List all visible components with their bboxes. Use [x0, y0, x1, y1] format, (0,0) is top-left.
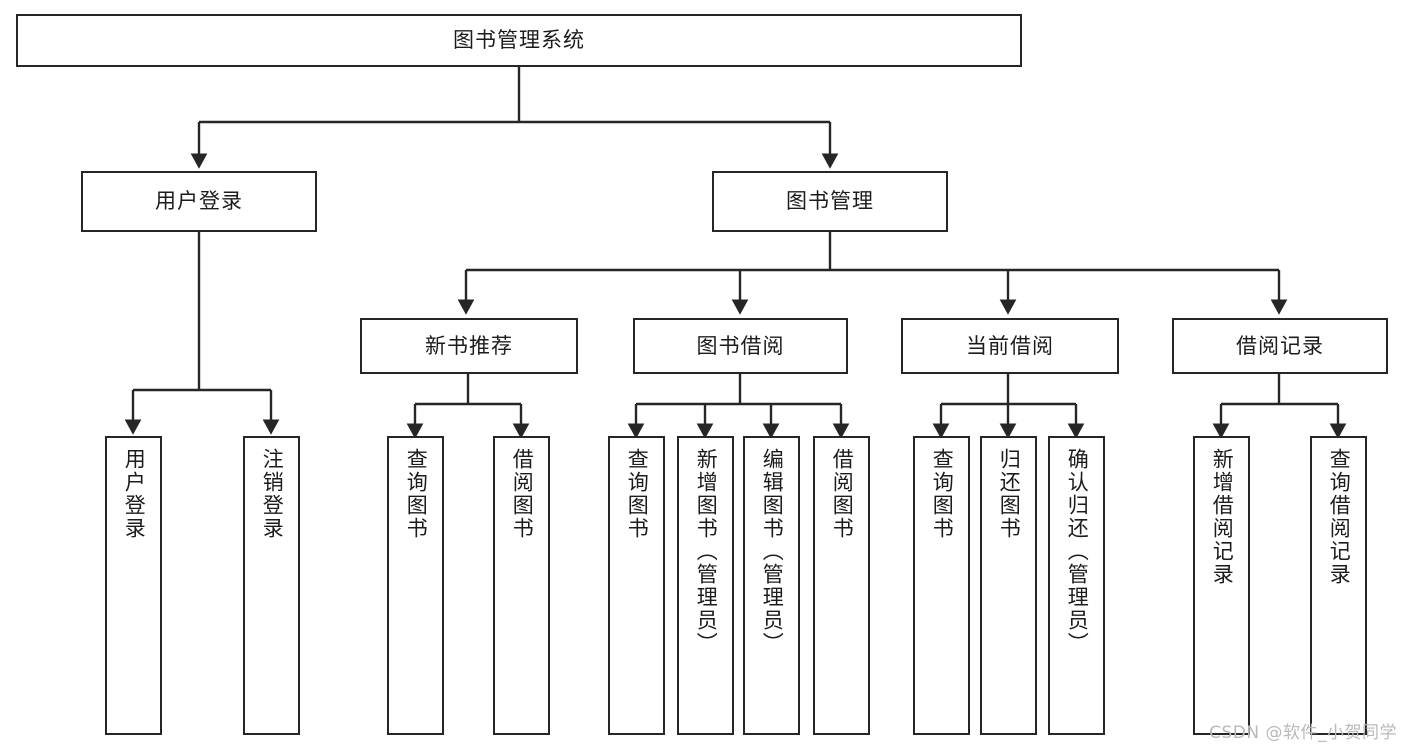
node-label: 新书推荐	[425, 333, 513, 358]
edges-current-borrow	[932, 374, 1085, 439]
leaf-confirm-return-admin[interactable]: 确认归还（管理员）	[1048, 436, 1105, 735]
leaf-return-book[interactable]: 归还图书	[980, 436, 1037, 735]
node-user-login[interactable]: 用户登录	[81, 171, 317, 232]
node-label: 编辑图书（管理员）	[760, 448, 785, 655]
node-label: 确认归还（管理员）	[1065, 448, 1090, 655]
node-borrowing-record[interactable]: 借阅记录	[1172, 318, 1388, 374]
leaf-query-book-recommend[interactable]: 查询图书	[387, 436, 444, 735]
node-label: 用户登录	[155, 189, 243, 214]
node-label: 借阅图书	[510, 448, 535, 540]
node-label: 归还图书	[997, 448, 1022, 540]
node-label: 新增借阅记录	[1210, 448, 1235, 586]
leaf-borrow-book[interactable]: 借阅图书	[813, 436, 870, 735]
leaf-query-borrow-record[interactable]: 查询借阅记录	[1310, 436, 1367, 735]
edges-borrow-record	[1212, 374, 1347, 439]
node-label: 查询图书	[930, 448, 955, 540]
node-label: 注销登录	[260, 448, 285, 540]
leaf-edit-book-admin[interactable]: 编辑图书（管理员）	[743, 436, 800, 735]
node-root-book-management-system[interactable]: 图书管理系统	[16, 14, 1022, 67]
leaf-logout[interactable]: 注销登录	[243, 436, 300, 735]
node-label: 借阅记录	[1236, 333, 1324, 358]
edges-user-login	[124, 232, 280, 435]
leaf-user-login[interactable]: 用户登录	[105, 436, 162, 735]
leaf-borrow-book-recommend[interactable]: 借阅图书	[493, 436, 550, 735]
csdn-watermark: CSDN @软件_小贺同学	[1209, 723, 1397, 743]
node-current-borrowing[interactable]: 当前借阅	[901, 318, 1119, 374]
node-book-borrowing[interactable]: 图书借阅	[633, 318, 848, 374]
node-label: 查询图书	[625, 448, 650, 540]
node-label: 用户登录	[122, 448, 147, 540]
node-label: 图书管理系统	[453, 28, 585, 53]
node-book-management[interactable]: 图书管理	[712, 171, 948, 232]
edges-book-manage	[457, 232, 1288, 315]
node-new-book-recommendation[interactable]: 新书推荐	[360, 318, 578, 374]
leaf-add-borrow-record[interactable]: 新增借阅记录	[1193, 436, 1250, 735]
node-label: 借阅图书	[830, 448, 855, 540]
node-label: 查询借阅记录	[1327, 448, 1352, 586]
leaf-query-book-borrow[interactable]: 查询图书	[608, 436, 665, 735]
edges-root	[190, 67, 839, 169]
node-label: 图书借阅	[696, 333, 785, 358]
node-label: 新增图书（管理员）	[694, 448, 719, 655]
leaf-add-book-admin[interactable]: 新增图书（管理员）	[677, 436, 734, 735]
node-label: 图书管理	[786, 189, 874, 214]
leaf-query-book-current[interactable]: 查询图书	[913, 436, 970, 735]
node-label: 当前借阅	[966, 333, 1054, 358]
edges-new-book	[406, 374, 530, 439]
node-label: 查询图书	[404, 448, 429, 540]
edges-book-borrow	[627, 374, 850, 439]
